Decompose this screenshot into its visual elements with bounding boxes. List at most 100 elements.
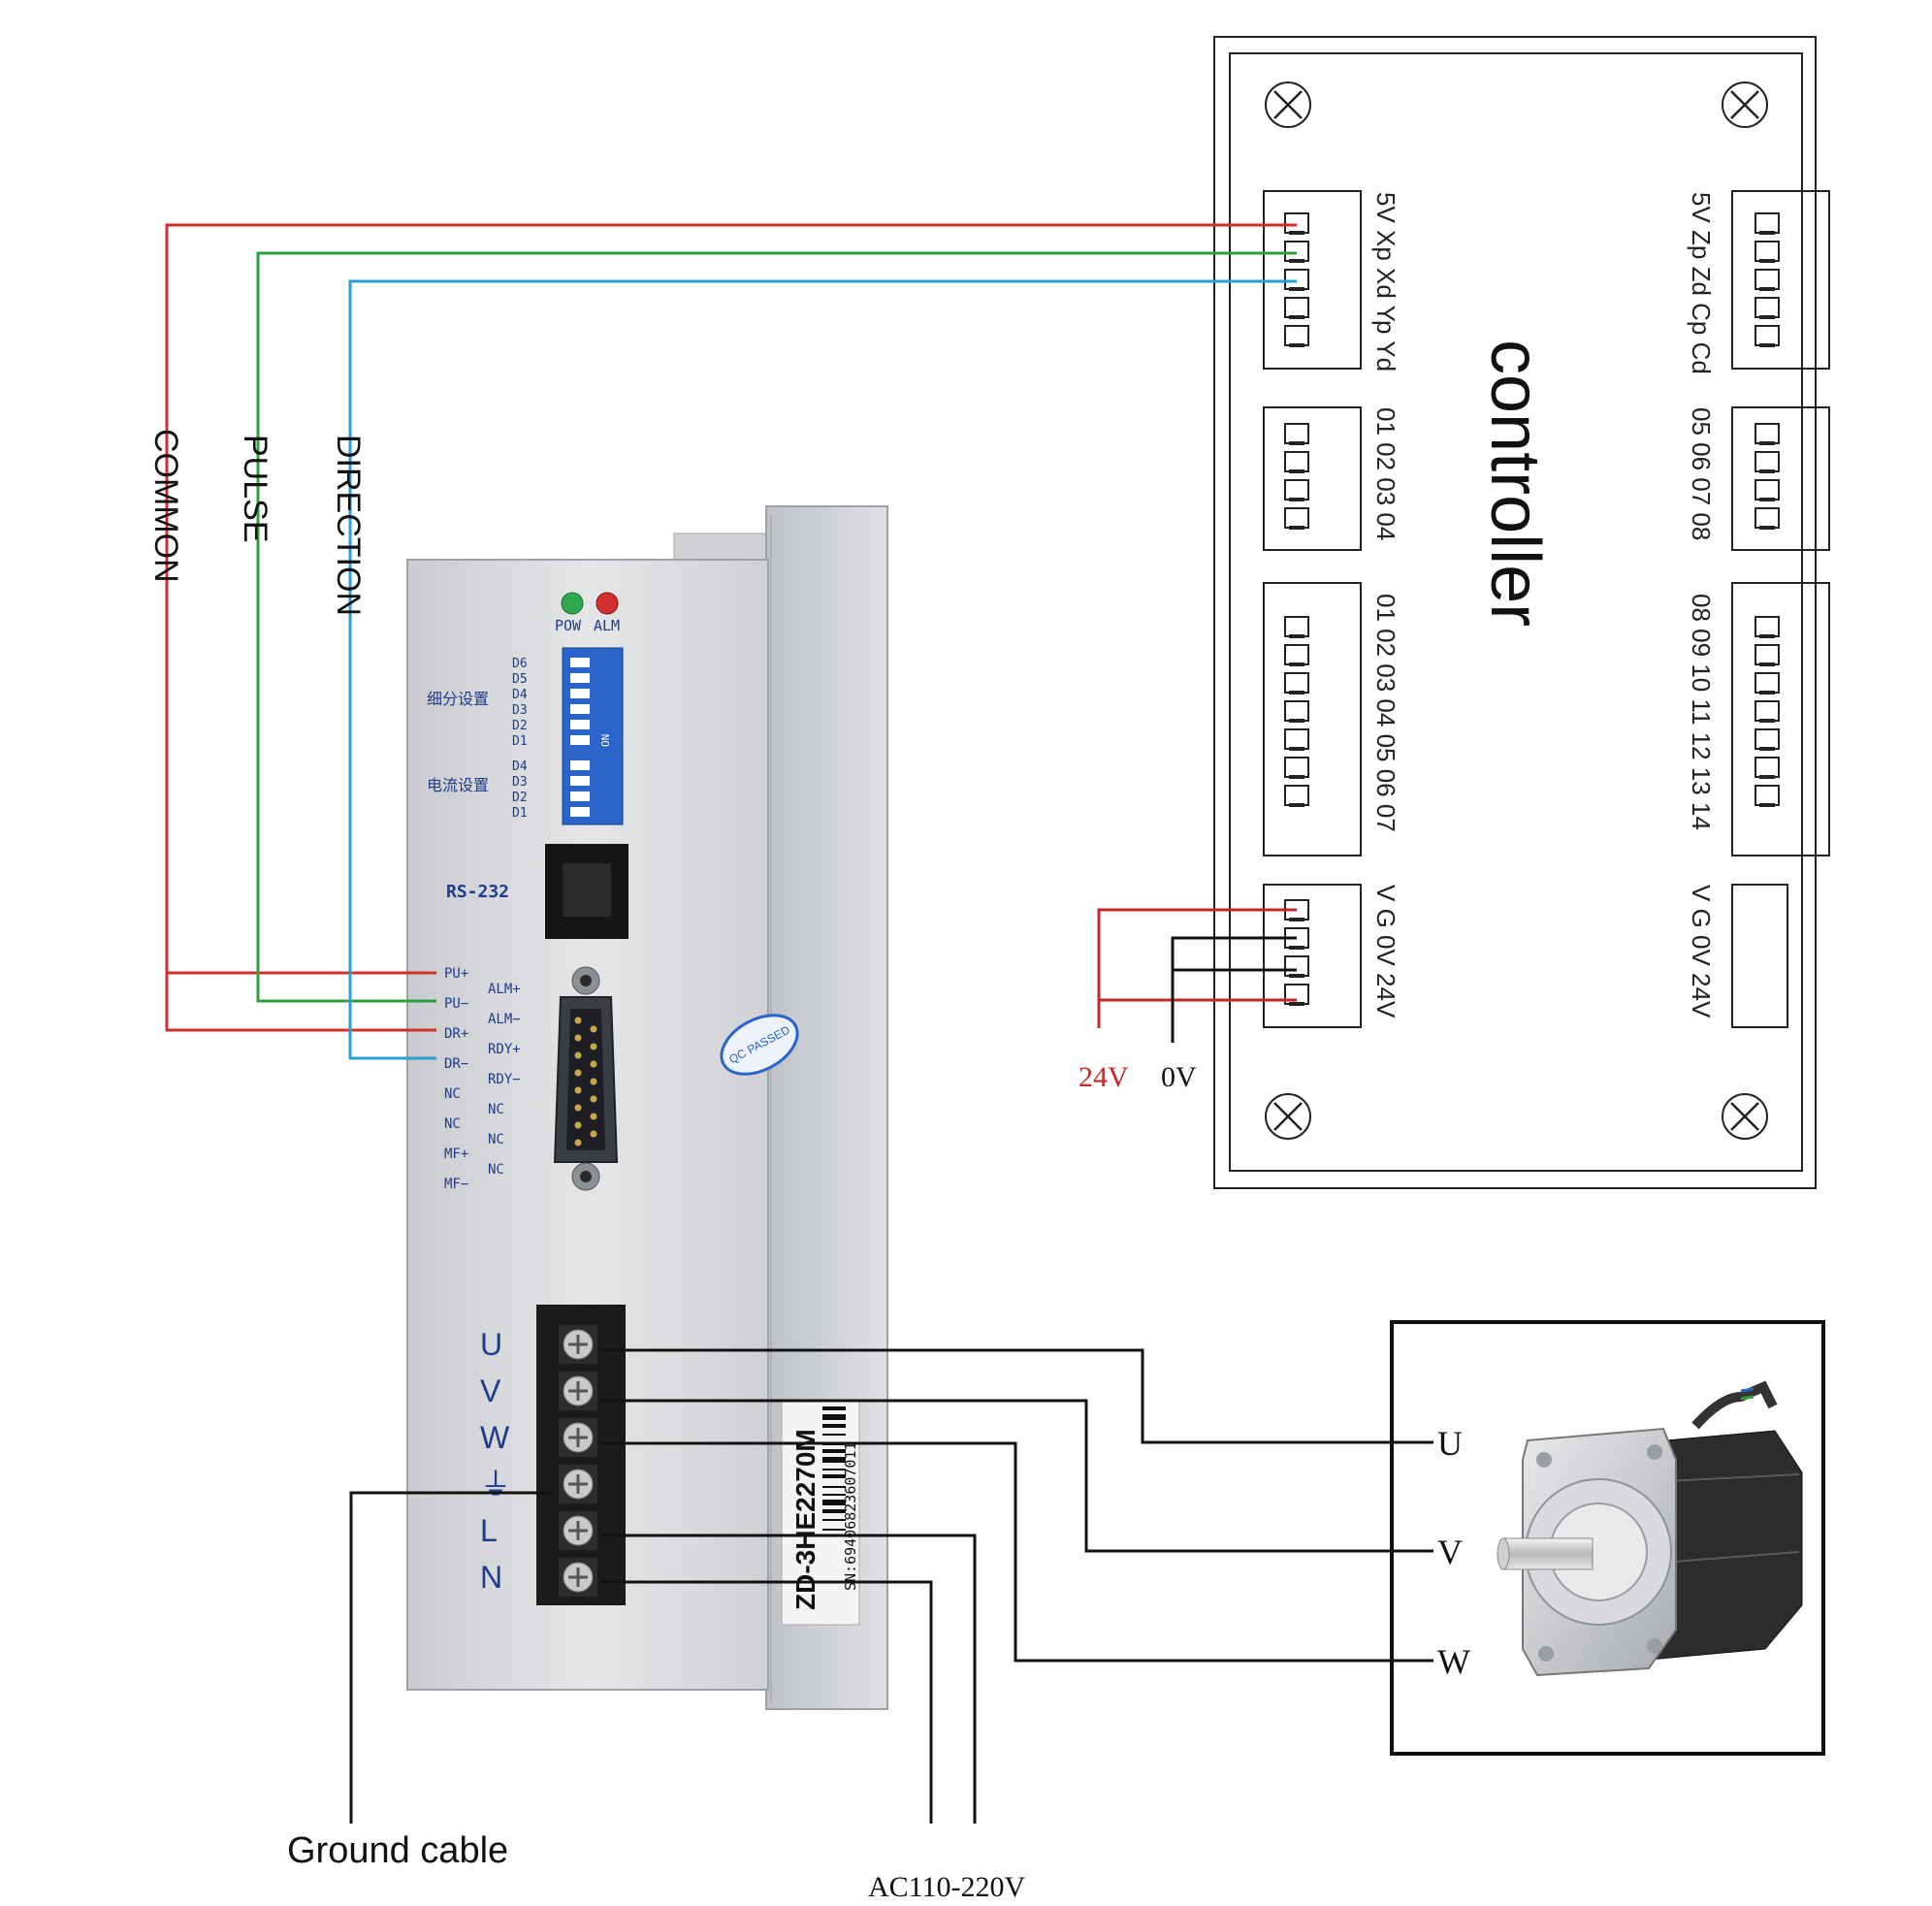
dip-label: D1: [512, 734, 528, 749]
terminal-square: [1755, 728, 1780, 750]
terminal-square: [1284, 479, 1309, 501]
dip-label: D1: [512, 806, 528, 821]
terminal-square: [1755, 297, 1780, 318]
driver-pin-label: NC: [444, 1116, 461, 1132]
driver-pin-label: NC: [488, 1102, 504, 1117]
connector-right-3: [1731, 582, 1830, 856]
phase-v-wire: [599, 1399, 1433, 1553]
driver-pin-label: MF−: [444, 1177, 468, 1192]
dip-toggle[interactable]: [570, 720, 590, 729]
dip-toggles[interactable]: [570, 658, 590, 817]
driver-pin-label: RDY−: [488, 1072, 521, 1087]
dip-toggle[interactable]: [570, 673, 590, 683]
serial-label: SN:69406823607011: [842, 1441, 859, 1591]
dip-toggle[interactable]: [570, 735, 590, 745]
qc-passed-sticker: QC PASSED: [720, 1014, 799, 1076]
driver-pin-label: DR−: [444, 1056, 468, 1072]
driver-pin-label: PU−: [444, 996, 468, 1012]
pin-group-label: 05 06 07 08: [1687, 407, 1716, 540]
connector-right-2: [1731, 406, 1830, 551]
pin-group-label: 01 02 03 04: [1371, 407, 1401, 540]
terminal-letter: W: [480, 1420, 510, 1455]
terminal-letter: V: [480, 1373, 501, 1408]
terminal-square: [1755, 644, 1780, 665]
terminal-square: [1284, 757, 1309, 778]
terminal-square: [1284, 423, 1309, 444]
driver-pin-label: NC: [488, 1162, 504, 1178]
dip-toggle[interactable]: [570, 776, 590, 786]
stepper-motor: U V W: [1390, 1320, 1825, 1756]
pin-group-label: 5V Zp Zd Cp Cd: [1687, 192, 1716, 374]
dip-toggle[interactable]: [570, 760, 590, 770]
driver-pin-label: NC: [444, 1086, 461, 1102]
terminal-square: [1284, 672, 1309, 694]
terminal-square: [1284, 955, 1309, 977]
connector-right-1: [1731, 190, 1830, 370]
screw-icon: [1722, 1093, 1768, 1140]
pin-group-label: 01 02 03 04 05 06 07: [1371, 594, 1401, 832]
phase-u-wire: [599, 1348, 1433, 1444]
power-24v-wire: [1097, 908, 1297, 1028]
terminal-square: [1755, 672, 1780, 694]
driver-pin-label: DR+: [444, 1026, 468, 1042]
screw-icon: [1722, 81, 1768, 128]
terminal-square: [1755, 785, 1780, 806]
common-wire: [165, 223, 1297, 975]
pin-labels: PU+PU−DR+DR−NCNCMF+MF−ALM+ALM−RDY+RDY−NC…: [444, 966, 521, 1192]
model-label: ZD-3HE2270M: [790, 1429, 821, 1610]
common-label: COMMON: [147, 429, 184, 583]
dip-toggle[interactable]: [570, 807, 590, 817]
alm-label: ALM: [594, 617, 620, 634]
terminal-square: [1755, 325, 1780, 346]
ac-n-wire: [599, 1580, 933, 1824]
terminal-square: [1284, 269, 1309, 290]
dip-label: D4: [512, 759, 528, 774]
driver-pin-label: RDY+: [488, 1042, 521, 1057]
dip-label: D3: [512, 703, 528, 718]
pin-group-label: 08 09 10 11 12 13 14: [1687, 594, 1716, 830]
driver-pin-label: MF+: [444, 1147, 468, 1162]
motor-shaft: [1502, 1537, 1594, 1570]
dip-toggle[interactable]: [570, 791, 590, 801]
direction-label: DIRECTION: [330, 435, 367, 616]
db15-connector[interactable]: [553, 966, 619, 1191]
terminal-square: [1755, 212, 1780, 234]
terminal-letter: ⏚: [480, 1467, 511, 1502]
ground-wire: [349, 1491, 553, 1824]
dip-toggle[interactable]: [570, 689, 590, 698]
terminal-square: [1755, 700, 1780, 722]
driver-pin-label: ALM−: [488, 1012, 521, 1027]
barcode: [822, 1406, 846, 1531]
connector-right-power: [1731, 884, 1788, 1028]
terminal-square: [1755, 757, 1780, 778]
pin-group-label: V G 0V 24V: [1371, 885, 1401, 1018]
terminal-square: [1284, 728, 1309, 750]
terminal-square: [1284, 785, 1309, 806]
terminal-letter: U: [480, 1327, 502, 1362]
ac-l-wire: [599, 1534, 977, 1824]
phase-u-label: U: [1437, 1424, 1463, 1463]
terminal-square: [1755, 507, 1780, 529]
terminal-screws[interactable]: [559, 1325, 597, 1597]
terminal-square: [1755, 616, 1780, 637]
phase-w-wire: [599, 1441, 1433, 1663]
screw-icon: [1265, 81, 1311, 128]
dip-toggle[interactable]: [570, 704, 590, 714]
terminal-square: [1284, 616, 1309, 637]
rs232-label: RS-232: [446, 882, 509, 902]
current-label: 电流设置: [427, 777, 489, 794]
terminal-square: [1284, 212, 1309, 234]
dip-label: D2: [512, 791, 528, 805]
terminal-square: [1284, 507, 1309, 529]
dip-on-label: ON: [599, 734, 612, 747]
ac-voltage-label: AC110-220V: [868, 1871, 1026, 1903]
v0-label: 0V: [1161, 1061, 1197, 1093]
dip-label: D6: [512, 657, 528, 671]
wires: [165, 223, 1433, 1824]
controller-board: 5V Xp Xd Yp Yd 01 02 03 04 01 02 03 04 0…: [1213, 36, 1830, 1189]
controller-title: controller: [1476, 339, 1554, 627]
terminal-square: [1755, 241, 1780, 262]
dip-toggle[interactable]: [570, 658, 590, 667]
